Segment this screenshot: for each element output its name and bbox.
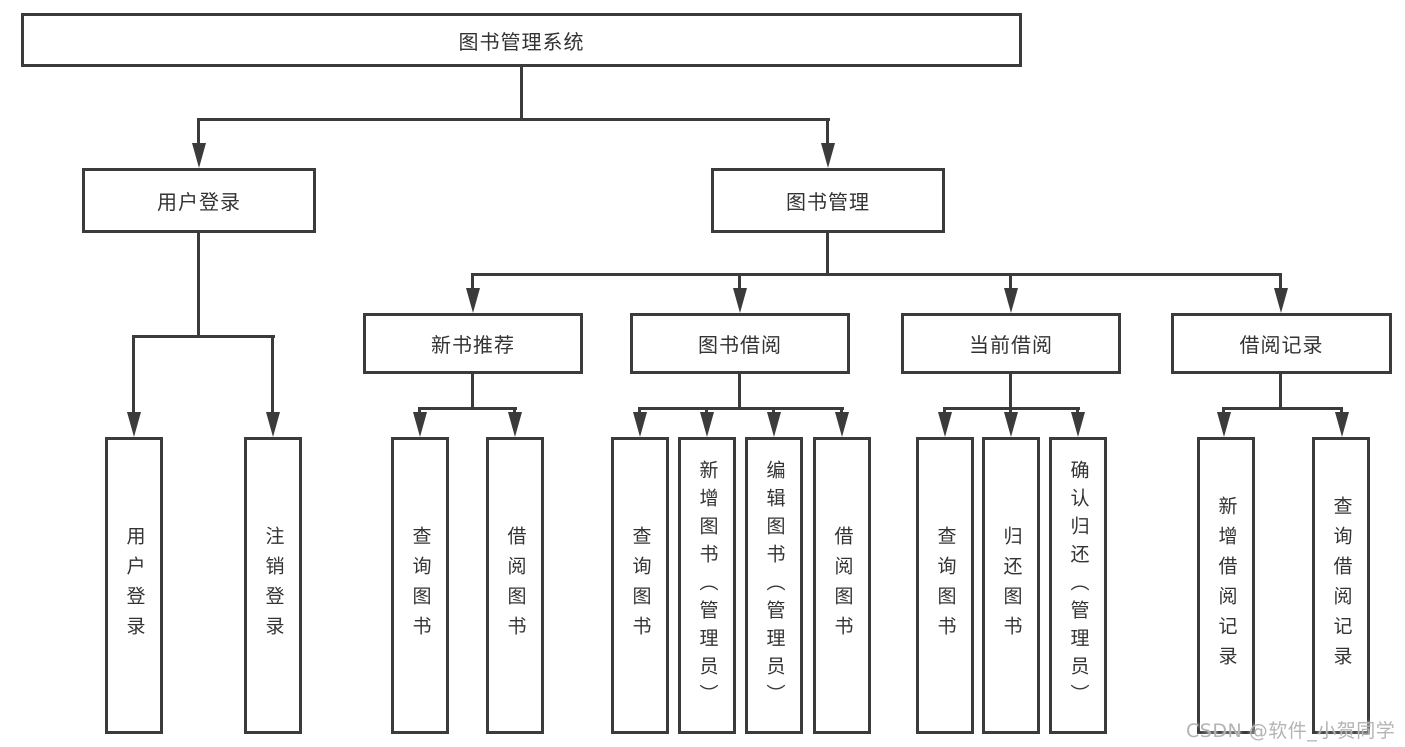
node-user-login-label: 用户登录 (157, 190, 241, 214)
connector-line (1009, 407, 1012, 415)
arrowhead-icon (821, 143, 835, 168)
connector-line (772, 407, 775, 415)
leaf-borrow-book: 借阅图书 (813, 437, 871, 734)
arrowhead-icon (1004, 412, 1018, 437)
connector-line (271, 335, 274, 414)
connector-line (418, 407, 517, 410)
arrowhead-icon (733, 288, 747, 313)
arrowhead-icon (466, 288, 480, 313)
connector-line (638, 407, 844, 410)
node-current-borrowing: 当前借阅 (901, 313, 1121, 374)
arrowhead-icon (1071, 412, 1085, 437)
leaf-query-book-borrowing-label: 查询图书 (629, 525, 652, 646)
arrowhead-icon (938, 412, 952, 437)
arrowhead-icon (1217, 412, 1231, 437)
node-new-book-recommend-label: 新书推荐 (431, 333, 515, 357)
node-book-management-label: 图书管理 (786, 190, 870, 214)
node-book-management: 图书管理 (711, 168, 945, 233)
leaf-logout: 注销登录 (244, 437, 302, 734)
connector-line (471, 374, 474, 410)
connector-line (1076, 407, 1079, 415)
connector-line (840, 407, 843, 415)
leaf-return-book: 归还图书 (982, 437, 1040, 734)
connector-line (1222, 407, 1225, 415)
leaf-return-book-label: 归还图书 (1000, 525, 1023, 646)
connector-line (1279, 273, 1282, 290)
arrowhead-icon (266, 412, 280, 437)
connector-line (738, 374, 741, 410)
connector-line (1009, 374, 1012, 410)
leaf-borrow-book-recommend-label: 借阅图书 (504, 525, 527, 646)
connector-line (520, 67, 523, 120)
leaf-add-book-admin: 新增图书（管理员） (678, 437, 736, 734)
leaf-query-book-borrowing: 查询图书 (611, 437, 669, 734)
connector-line (471, 273, 474, 290)
connector-line (132, 335, 135, 414)
arrowhead-icon (835, 412, 849, 437)
connector-line (471, 273, 1282, 276)
node-book-borrowing: 图书借阅 (630, 313, 850, 374)
connector-line (418, 407, 421, 415)
node-root-label: 图书管理系统 (458, 29, 585, 54)
leaf-query-borrow-record: 查询借阅记录 (1312, 437, 1370, 734)
leaf-add-borrow-record-label: 新增借阅记录 (1215, 495, 1238, 676)
arrowhead-icon (1004, 288, 1018, 313)
arrowhead-icon (1335, 412, 1349, 437)
leaf-add-book-admin-label: 新增图书（管理员） (696, 459, 719, 712)
node-current-borrowing-label: 当前借阅 (969, 333, 1053, 357)
connector-line (1222, 407, 1343, 410)
node-new-book-recommend: 新书推荐 (363, 313, 583, 374)
leaf-edit-book-admin-label: 编辑图书（管理员） (763, 459, 786, 712)
connector-line (132, 335, 275, 338)
node-borrowing-records-label: 借阅记录 (1239, 333, 1324, 357)
connector-line (943, 407, 946, 415)
arrowhead-icon (700, 412, 714, 437)
connector-line (513, 407, 516, 415)
leaf-borrow-book-label: 借阅图书 (831, 525, 854, 646)
leaf-confirm-return-admin-label: 确认归还（管理员） (1067, 459, 1090, 712)
leaf-query-borrow-record-label: 查询借阅记录 (1330, 495, 1353, 676)
node-root: 图书管理系统 (21, 13, 1022, 67)
connector-line (1009, 273, 1012, 290)
leaf-user-login-label: 用户登录 (123, 525, 146, 646)
connector-line (826, 118, 829, 146)
leaf-query-book-recommend-label: 查询图书 (409, 525, 432, 646)
connector-line (197, 118, 200, 146)
leaf-query-book-current: 查询图书 (916, 437, 974, 734)
leaf-add-borrow-record: 新增借阅记录 (1197, 437, 1255, 734)
node-book-borrowing-label: 图书借阅 (698, 333, 782, 357)
leaf-query-book-current-label: 查询图书 (934, 525, 957, 646)
arrowhead-icon (508, 412, 522, 437)
connector-line (197, 118, 830, 121)
leaf-confirm-return-admin: 确认归还（管理员） (1049, 437, 1107, 734)
leaf-edit-book-admin: 编辑图书（管理员） (745, 437, 803, 734)
connector-line (1340, 407, 1343, 415)
connector-line (197, 233, 200, 338)
leaf-query-book-recommend: 查询图书 (391, 437, 449, 734)
connector-line (705, 407, 708, 415)
leaf-logout-label: 注销登录 (262, 525, 285, 646)
csdn-watermark: CSDN @软件_小贺同学 (1186, 720, 1396, 742)
connector-line (1279, 374, 1282, 410)
arrowhead-icon (127, 412, 141, 437)
node-borrowing-records: 借阅记录 (1171, 313, 1392, 374)
connector-line (638, 407, 641, 415)
arrowhead-icon (633, 412, 647, 437)
connector-line (826, 233, 829, 276)
arrowhead-icon (1274, 288, 1288, 313)
arrowhead-icon (413, 412, 427, 437)
leaf-user-login: 用户登录 (105, 437, 163, 734)
connector-line (738, 273, 741, 290)
leaf-borrow-book-recommend: 借阅图书 (486, 437, 544, 734)
node-user-login: 用户登录 (82, 168, 316, 233)
arrowhead-icon (192, 143, 206, 168)
arrowhead-icon (767, 412, 781, 437)
